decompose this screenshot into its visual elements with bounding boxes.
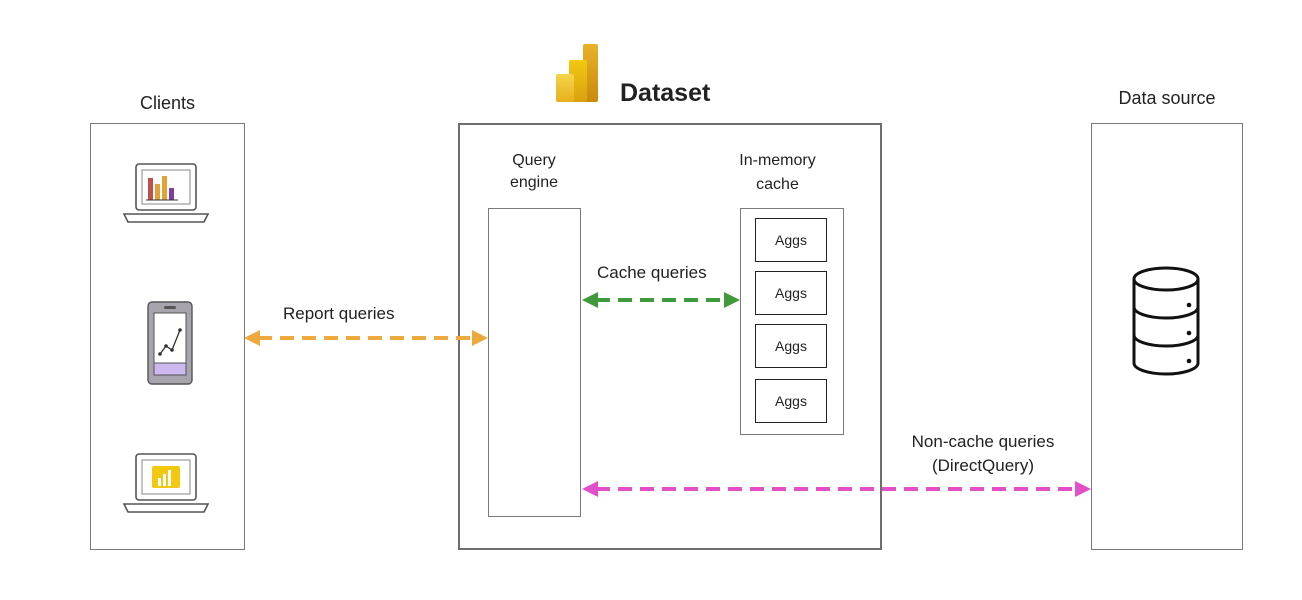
- aggs-item: Aggs: [755, 218, 827, 262]
- laptop-chart-icon: [120, 162, 212, 228]
- query-engine-box: [488, 208, 581, 517]
- noncache-queries-label-line1: Non-cache queries: [911, 432, 1055, 451]
- noncache-queries-label-line2: (DirectQuery): [931, 456, 1034, 475]
- aggs-item: Aggs: [755, 324, 827, 368]
- database-icon: [1126, 265, 1206, 380]
- cache-label-line2: cache: [756, 176, 799, 193]
- aggs-item: Aggs: [755, 271, 827, 315]
- noncache-queries-arrow: [582, 481, 1091, 497]
- cache-queries-arrow: [582, 292, 740, 308]
- dataset-title: Dataset: [620, 79, 711, 107]
- query-engine-label-line1: Query: [512, 152, 556, 169]
- laptop-powerbi-icon: [120, 452, 212, 518]
- phone-chart-icon: [146, 300, 194, 386]
- report-queries-label: Report queries: [283, 304, 395, 323]
- report-queries-arrow: [244, 330, 488, 346]
- aggs-item: Aggs: [755, 379, 827, 423]
- cache-queries-label: Cache queries: [597, 263, 707, 282]
- cache-label-line1: In-memory: [739, 152, 816, 169]
- power-bi-logo-icon: [555, 42, 601, 104]
- clients-label: Clients: [139, 93, 196, 113]
- query-engine-label-line2: engine: [509, 174, 559, 191]
- data-source-label: Data source: [1118, 88, 1216, 108]
